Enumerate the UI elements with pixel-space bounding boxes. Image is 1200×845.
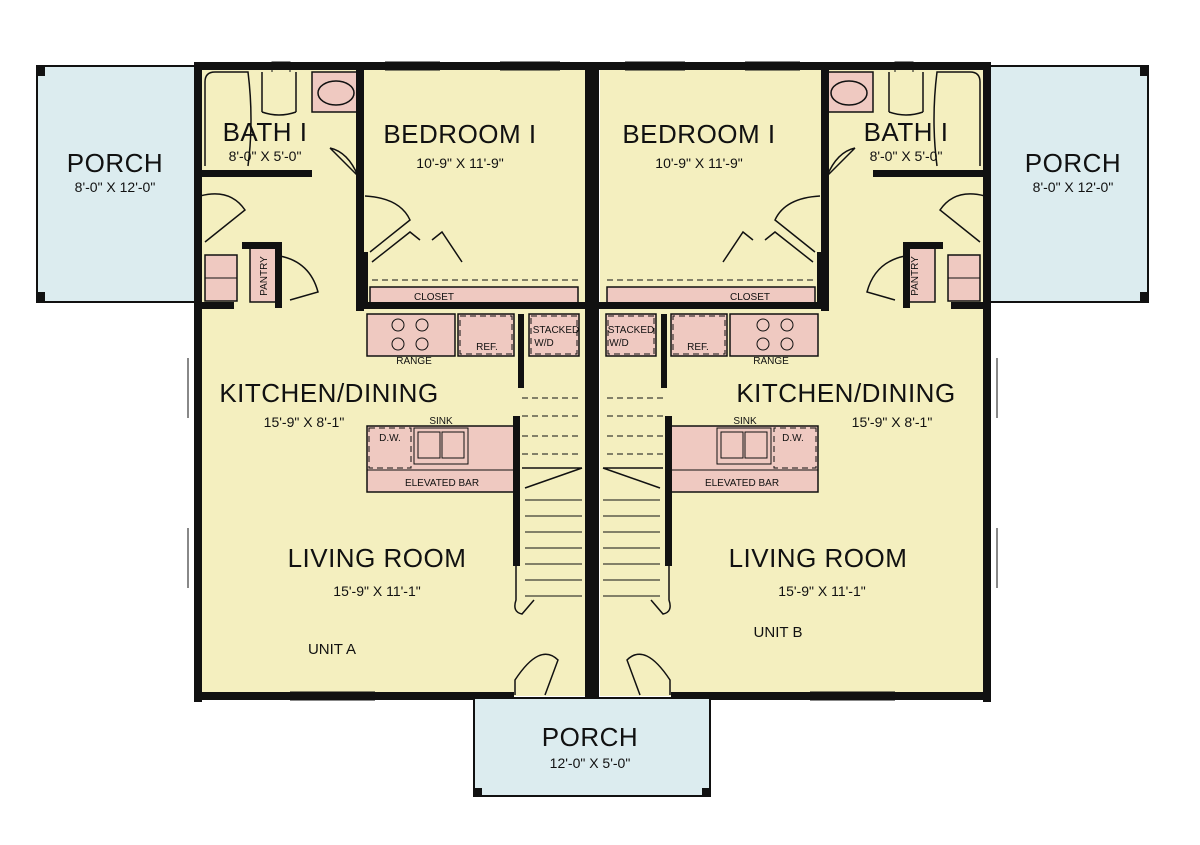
unit-b-living-name: LIVING ROOM [729, 543, 908, 573]
unit-a-porch-dim: 8'-0" X 12'-0" [75, 179, 156, 195]
unit-b-porch-dim: 8'-0" X 12'-0" [1033, 179, 1114, 195]
unit-b-label: UNIT B [754, 624, 803, 641]
unit-b-range-label: RANGE [753, 356, 789, 367]
unit-b-kitchen-dim: 15'-9" X 8'-1" [852, 414, 933, 430]
unit-b-bath-name: BATH I [864, 117, 949, 147]
unit-b-wd-label: W/D [609, 338, 628, 349]
unit-a-labels: PORCH 8'-0" X 12'-0" BATH I 8'-0" X 5'-0… [67, 117, 579, 658]
unit-b-pantry-label: PANTRY [910, 256, 921, 296]
unit-b-living-dim: 15'-9" X 11'-1" [778, 583, 865, 599]
unit-a-kitchen-name: KITCHEN/DINING [219, 378, 438, 408]
unit-a-pantry-label: PANTRY [259, 256, 270, 296]
unit-a-bath-dim: 8'-0" X 5'-0" [229, 148, 302, 164]
unit-b-bar-label: ELEVATED BAR [705, 478, 779, 489]
front-porch: PORCH 12'-0" X 5'-0" [473, 697, 711, 797]
unit-b-closet-label: CLOSET [730, 292, 770, 303]
unit-a-kitchen-dim: 15'-9" X 8'-1" [264, 414, 345, 430]
unit-b-labels: PORCH 8'-0" X 12'-0" BATH I 8'-0" X 5'-0… [608, 117, 1121, 641]
unit-b-bath-dim: 8'-0" X 5'-0" [870, 148, 943, 164]
front-porch-name: PORCH [542, 722, 638, 752]
unit-b-porch-name: PORCH [1025, 148, 1121, 178]
unit-b-bedroom-dim: 10'-9" X 11'-9" [655, 155, 742, 171]
unit-a-porch-name: PORCH [67, 148, 163, 178]
unit-a-sink-label: SINK [429, 416, 453, 427]
party-wall [585, 62, 599, 702]
unit-a-bath-name: BATH I [223, 117, 308, 147]
unit-a-living-dim: 15'-9" X 11'-1" [333, 583, 420, 599]
unit-a-range-label: RANGE [396, 356, 432, 367]
unit-b-stacked-label: STACKED [608, 325, 655, 336]
unit-a-wd-label: W/D [534, 338, 553, 349]
unit-a-bedroom-name: BEDROOM I [383, 119, 536, 149]
unit-a-bar-label: ELEVATED BAR [405, 478, 479, 489]
unit-a-closet-label: CLOSET [414, 292, 454, 303]
unit-a-stacked-label: STACKED [533, 325, 580, 336]
unit-a-bedroom-dim: 10'-9" X 11'-9" [416, 155, 503, 171]
unit-b-kitchen-name: KITCHEN/DINING [736, 378, 955, 408]
front-porch-dim: 12'-0" X 5'-0" [550, 755, 631, 771]
unit-b-dw-label: D.W. [782, 433, 804, 444]
unit-b-ref-label: REF. [687, 342, 709, 353]
unit-a-living-name: LIVING ROOM [288, 543, 467, 573]
unit-a-dw-label: D.W. [379, 433, 401, 444]
unit-a-ref-label: REF. [476, 342, 498, 353]
unit-a-label: UNIT A [308, 641, 356, 658]
unit-b-sink-label: SINK [733, 416, 757, 427]
unit-b-bedroom-name: BEDROOM I [622, 119, 775, 149]
